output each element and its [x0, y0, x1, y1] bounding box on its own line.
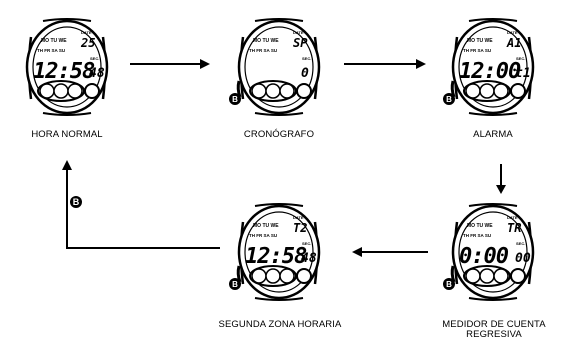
- subdial-3: [493, 268, 509, 284]
- days-bottom: TH FR SA SU: [463, 48, 491, 53]
- subdial-2: [479, 83, 495, 99]
- main-digits: 12:00: [459, 59, 521, 84]
- case-top: [254, 203, 304, 207]
- watch-hora-normal: MO TU WE DATE 25 TH FR SA SU 12:58 SEC. …: [17, 15, 117, 119]
- days-bottom: TH FR SA SU: [463, 233, 491, 238]
- subdial-1: [39, 83, 55, 99]
- case-bottom: [468, 112, 518, 116]
- subdial-4: [510, 83, 526, 99]
- subdial-3: [279, 83, 295, 99]
- subdial-2: [479, 268, 495, 284]
- button-b-label: B: [446, 95, 452, 104]
- top-value: A1: [506, 36, 521, 50]
- arrow-alarma-to-medidor: [495, 164, 507, 194]
- days-top: MO TU WE: [467, 223, 493, 229]
- days-bottom: TH FR SA SU: [249, 48, 277, 53]
- watch-cronografo: MO TU WE DATE SP TH FR SA SU SEC. 0 B: [229, 15, 329, 119]
- date-label: DATE: [507, 215, 518, 220]
- top-value: T2: [293, 221, 307, 235]
- sec-label: SEC.: [516, 56, 525, 61]
- case-bottom: [468, 297, 518, 301]
- watch-medidor: MO TU WE DATE TR TH FR SA SU 0:00 SEC. 0…: [443, 200, 543, 304]
- caption-cronografo: CRONÓGRAFO: [243, 129, 315, 140]
- days-top: MO TU WE: [467, 38, 493, 44]
- button-b-icon: B: [70, 196, 82, 208]
- case-top: [254, 18, 304, 22]
- caption-alarma: ALARMA: [473, 129, 513, 140]
- subdial-4: [296, 83, 312, 99]
- sec-digits: 00: [515, 251, 531, 266]
- main-digits: 12:58: [33, 59, 95, 84]
- button-b-icon: [443, 278, 455, 290]
- top-value: TR: [507, 221, 521, 235]
- sec-label: SEC.: [90, 56, 99, 61]
- days-bottom: TH FR SA SU: [37, 48, 65, 53]
- date-label: DATE: [293, 215, 304, 220]
- subdial-1: [251, 268, 267, 284]
- watch-alarma: MO TU WE DATE A1 TH FR SA SU 12:00 SEC. …: [443, 15, 543, 119]
- days-bottom: TH FR SA SU: [249, 233, 277, 238]
- case-top: [468, 203, 518, 207]
- subdial-1: [465, 83, 481, 99]
- subdial-3: [67, 83, 83, 99]
- button-b-label: B: [232, 280, 238, 289]
- button-b-icon: [443, 93, 455, 105]
- subdial-3: [493, 83, 509, 99]
- arrow-crono-to-alarma: [344, 58, 426, 70]
- days-top: MO TU WE: [41, 38, 67, 44]
- days-top: MO TU WE: [253, 38, 279, 44]
- subdial-1: [251, 83, 267, 99]
- days-top: MO TU WE: [253, 223, 279, 229]
- arrow-medidor-to-segunda: [352, 246, 428, 258]
- caption-medidor-line2: REGRESIVA: [466, 329, 522, 340]
- button-b-label: B: [446, 280, 452, 289]
- main-digits: 0:00: [459, 244, 509, 269]
- case-bottom: [254, 112, 304, 116]
- date-label: DATE: [507, 30, 518, 35]
- button-b-icon: [229, 93, 241, 105]
- subdial-1: [465, 268, 481, 284]
- subdial-4: [84, 83, 100, 99]
- button-b-icon: [229, 278, 241, 290]
- subdial-3: [279, 268, 295, 284]
- caption-segunda-zona: SEGUNDA ZONA HORARIA: [218, 319, 342, 330]
- arrow-hora-to-crono: [130, 58, 210, 70]
- sec-label: SEC.: [302, 56, 311, 61]
- caption-medidor-line1: MEDIDOR DE CUENTA: [442, 319, 546, 330]
- arrow-segunda-to-hora: [60, 160, 220, 254]
- subdial-4: [510, 268, 526, 284]
- subdial-2: [53, 83, 69, 99]
- caption-hora-normal: HORA NORMAL: [31, 129, 103, 140]
- sec-label: SEC.: [302, 241, 311, 246]
- sec-digits: 48: [301, 251, 317, 266]
- date-label: DATE: [81, 30, 92, 35]
- date-label: DATE: [293, 30, 304, 35]
- case-bottom: [42, 112, 92, 116]
- sec-digits: 0: [301, 66, 309, 81]
- subdial-2: [265, 268, 281, 284]
- case-top: [42, 18, 92, 22]
- watch-segunda-zona: MO TU WE DATE T2 TH FR SA SU 12:58 SEC. …: [229, 200, 329, 304]
- main-digits: 12:58: [245, 244, 307, 269]
- top-value: SP: [293, 36, 308, 50]
- case-bottom: [254, 297, 304, 301]
- sec-digits: 48: [89, 66, 105, 81]
- sec-label: SEC.: [516, 241, 525, 246]
- button-b-label: B: [232, 95, 238, 104]
- sec-digits: t1: [515, 66, 531, 81]
- subdial-4: [296, 268, 312, 284]
- top-value: 25: [80, 36, 95, 50]
- case-top: [468, 18, 518, 22]
- subdial-2: [265, 83, 281, 99]
